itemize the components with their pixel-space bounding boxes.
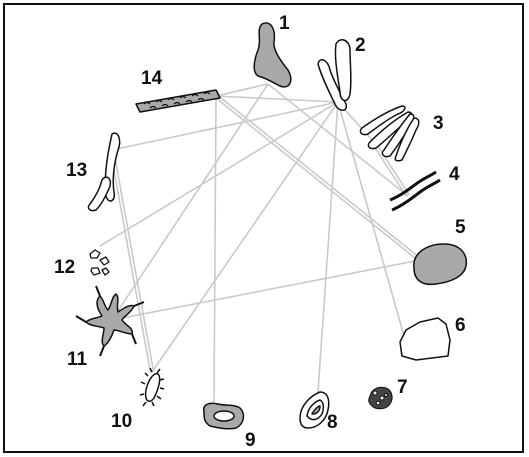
edge-13-10 [109,150,152,373]
node-label-7: 7 [397,377,408,398]
node-label-14: 14 [141,68,163,89]
edge-1-11 [111,83,269,321]
edge-2-12 [99,101,339,247]
edge-3-4 [369,140,408,198]
node-label-6: 6 [455,315,466,336]
edge-2-13 [111,101,339,151]
node-label-3: 3 [433,113,444,134]
node-label-8: 8 [327,412,338,433]
edges-layer [99,83,422,403]
edge-5-11 [111,259,421,321]
node-label-2: 2 [355,35,366,56]
node-label-9: 9 [245,430,256,451]
edge-2-14 [215,95,339,103]
node-glyph-6 [399,317,451,361]
node-label-1: 1 [279,13,290,34]
node-glyph-12 [89,249,110,276]
node-label-4: 4 [449,164,460,185]
node-glyph-13 [87,132,121,212]
edge-14-5 [216,94,422,260]
node-labels-layer: 1 2 3 4 5 6 7 8 9 10 11 12 13 14 [54,13,466,451]
node-glyph-2 [317,39,352,111]
edge-14-5 [214,96,420,262]
edge-1-14 [215,83,269,97]
node-glyph-14 [135,89,221,113]
edge-1-4 [267,83,409,197]
node-glyph-8 [299,391,330,429]
node-glyph-4 [389,170,441,212]
node-label-11: 11 [67,349,88,370]
node-glyph-7 [368,386,393,410]
node-glyph-1 [253,22,292,88]
node-label-12: 12 [54,257,75,278]
node-glyph-3 [359,105,420,162]
edge-2-8 [317,101,339,393]
node-glyph-10 [139,367,165,407]
edge-14-9 [213,95,217,403]
node-label-13: 13 [66,160,87,181]
node-glyph-5 [413,243,468,286]
node-label-10: 10 [111,411,132,432]
node-glyph-9 [202,402,245,430]
node-label-5: 5 [455,217,466,238]
node-glyph-11 [75,285,145,357]
edge-13-10 [112,149,155,372]
edge-2-10 [151,101,339,373]
edge-3-4 [372,138,411,196]
node-glyphs-layer [75,22,468,430]
